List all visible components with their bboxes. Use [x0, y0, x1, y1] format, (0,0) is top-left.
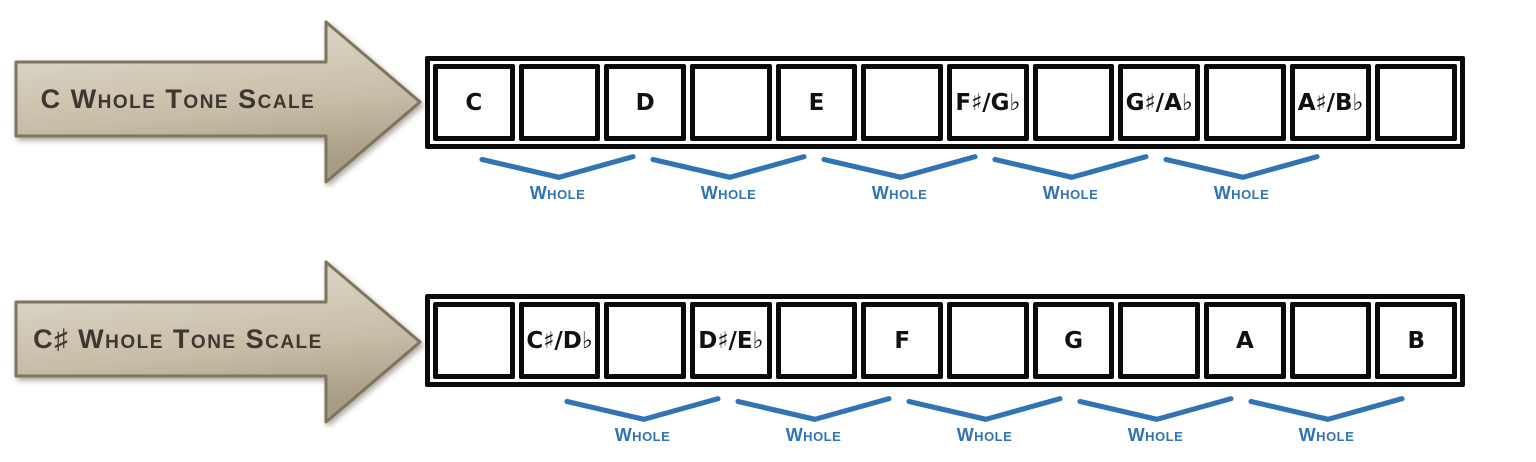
interval-marker: Whole: [1156, 152, 1327, 204]
interval-label: Whole: [529, 183, 586, 203]
note-label: F♯/G♭: [955, 89, 1021, 116]
note-label: A♯/B♭: [1297, 89, 1364, 116]
note-cell: B: [1375, 302, 1458, 379]
note-cell: F♯/G♭: [947, 64, 1029, 141]
arrow-right-icon: [14, 20, 422, 184]
interval-marker: Whole: [985, 152, 1156, 204]
note-cell: [1375, 64, 1458, 141]
note-cell: [775, 302, 858, 379]
note-label: E: [808, 89, 825, 116]
whole-step-bracket-icon: [564, 396, 721, 422]
chromatic-strip: C D E F♯/G♭ G♯/A♭ A♯/B♭: [425, 56, 1465, 149]
note-cell: [1289, 302, 1372, 379]
whole-step-bracket-icon: [1163, 154, 1320, 180]
interval-marker: Whole: [728, 394, 899, 446]
note-cell: [861, 64, 944, 141]
note-label: C♯/D♭: [526, 327, 593, 354]
interval-label: Whole: [1298, 425, 1355, 445]
note-label: F: [894, 327, 911, 354]
note-label: G: [1064, 327, 1083, 354]
note-cell: D♯/E♭: [690, 302, 772, 379]
note-cell: [1118, 302, 1201, 379]
interval-marker: Whole: [557, 394, 728, 446]
whole-step-bracket-icon: [1248, 396, 1405, 422]
note-cell: [604, 302, 687, 379]
note-cell: D: [604, 64, 687, 141]
interval-label: Whole: [1213, 183, 1270, 203]
note-cell: E: [775, 64, 858, 141]
interval-marker: Whole: [1241, 394, 1412, 446]
whole-step-bracket-icon: [992, 154, 1149, 180]
whole-step-bracket-icon: [735, 396, 892, 422]
note-label: D: [635, 89, 655, 116]
note-cell: F: [861, 302, 944, 379]
interval-marker: Whole: [899, 394, 1070, 446]
interval-marker: Whole: [814, 152, 985, 204]
scale-title: C♯ Whole Tone Scale: [33, 324, 323, 354]
interval-label: Whole: [614, 425, 671, 445]
whole-step-bracket-icon: [821, 154, 978, 180]
note-label: B: [1407, 327, 1425, 354]
chromatic-strip: C♯/D♭ D♯/E♭ F G A B: [425, 294, 1465, 387]
note-cell: C♯/D♭: [518, 302, 601, 379]
note-label: C: [465, 89, 483, 116]
whole-step-bracket-icon: [479, 154, 636, 180]
note-cell: G: [1032, 302, 1115, 379]
whole-step-bracket-icon: [650, 154, 807, 180]
note-label: A: [1235, 327, 1254, 354]
note-cell: [690, 64, 772, 141]
note-cell: [1204, 64, 1286, 141]
interval-marker: Whole: [643, 152, 814, 204]
note-cell: [518, 64, 601, 141]
note-cell: G♯/A♭: [1118, 64, 1201, 141]
note-label: D♯/E♭: [698, 327, 764, 354]
note-cell: A: [1204, 302, 1286, 379]
whole-step-bracket-icon: [1077, 396, 1234, 422]
note-cell: C: [433, 64, 515, 141]
interval-label: Whole: [785, 425, 842, 445]
note-cell: [947, 302, 1029, 379]
interval-label: Whole: [700, 183, 757, 203]
note-cell: A♯/B♭: [1289, 64, 1372, 141]
arrow-right-icon: [14, 260, 422, 424]
whole-step-bracket-icon: [906, 396, 1063, 422]
interval-label: Whole: [1127, 425, 1184, 445]
note-cell: [433, 302, 515, 379]
note-label: G♯/A♭: [1125, 89, 1193, 116]
interval-label: Whole: [956, 425, 1013, 445]
scale-title: C Whole Tone Scale: [40, 84, 316, 114]
interval-label: Whole: [1042, 183, 1099, 203]
interval-label: Whole: [871, 183, 928, 203]
interval-marker: Whole: [1070, 394, 1241, 446]
note-cell: [1032, 64, 1115, 141]
interval-marker: Whole: [472, 152, 643, 204]
